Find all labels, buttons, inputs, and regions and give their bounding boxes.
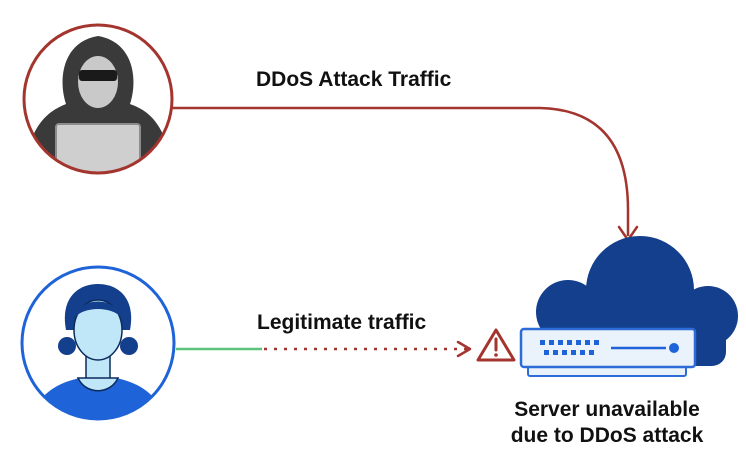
server-status-line-1: Server unavailable [514, 398, 700, 421]
attack-traffic-label: DDoS Attack Traffic [256, 68, 452, 91]
legitimate-traffic-arrow [176, 340, 472, 358]
user-avatar-icon [20, 265, 176, 421]
attack-traffic-arrow [172, 106, 639, 242]
server-status-label: Server unavailable due to DDoS attack [492, 397, 722, 449]
attacker-icon [22, 23, 174, 175]
warning-triangle-icon [476, 328, 516, 362]
server-icon [519, 327, 697, 377]
legitimate-traffic-label: Legitimate traffic [257, 311, 427, 334]
server-status-line-2: due to DDoS attack [510, 424, 704, 447]
